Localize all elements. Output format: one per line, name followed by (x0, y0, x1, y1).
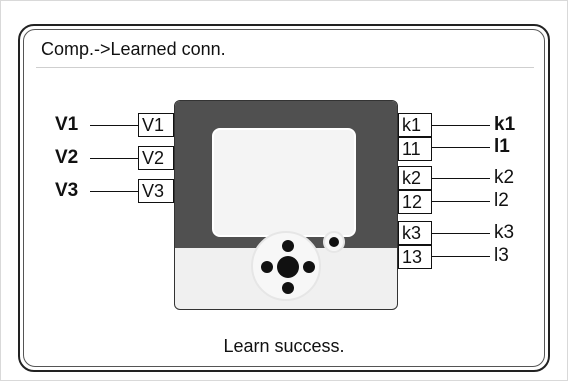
terminal-l3: 13 (398, 245, 432, 269)
left-label-v1: V1 (55, 114, 79, 135)
terminal-v2: V2 (138, 146, 174, 170)
key-right-icon (303, 261, 315, 273)
dialog-title: Comp.->Learned conn. (41, 39, 226, 59)
right-line-k3 (432, 233, 490, 234)
terminal-k2: k2 (398, 166, 432, 190)
left-label-v3: V3 (55, 180, 79, 201)
left-label-v2: V2 (55, 147, 79, 168)
key-left-icon (261, 261, 273, 273)
right-label-k1: k1 (494, 114, 516, 135)
right-label-l3: l3 (494, 245, 509, 266)
left-line-v1 (90, 125, 138, 126)
right-label-k2: k2 (494, 167, 515, 188)
key-center-icon (277, 256, 299, 278)
right-line-k1 (432, 125, 490, 126)
status-message: Learn success. (223, 336, 345, 356)
right-label-k3: k3 (494, 222, 515, 243)
right-line-l3 (432, 256, 490, 257)
keypad (251, 231, 321, 301)
terminal-v1: V1 (138, 113, 174, 137)
dialog-inner-border (23, 29, 545, 367)
terminal-k1: k1 (398, 113, 432, 137)
key-up-icon (282, 240, 294, 252)
terminal-v3: V3 (138, 179, 174, 203)
terminal-k3: k3 (398, 221, 432, 245)
key-down-icon (282, 282, 294, 294)
right-line-l1 (432, 147, 490, 148)
title-divider (36, 67, 534, 68)
learned-connection-dialog (18, 24, 550, 372)
device-screen (212, 128, 356, 237)
right-label-l1: l1 (494, 136, 510, 157)
left-line-v2 (90, 158, 138, 159)
terminal-l1: 11 (398, 137, 432, 161)
left-line-v3 (90, 191, 138, 192)
right-line-k2 (432, 178, 490, 179)
right-label-l2: l2 (494, 190, 509, 211)
terminal-l2: 12 (398, 190, 432, 214)
device-extra-button (323, 231, 345, 253)
right-line-l2 (432, 201, 490, 202)
meter-device (174, 100, 398, 310)
